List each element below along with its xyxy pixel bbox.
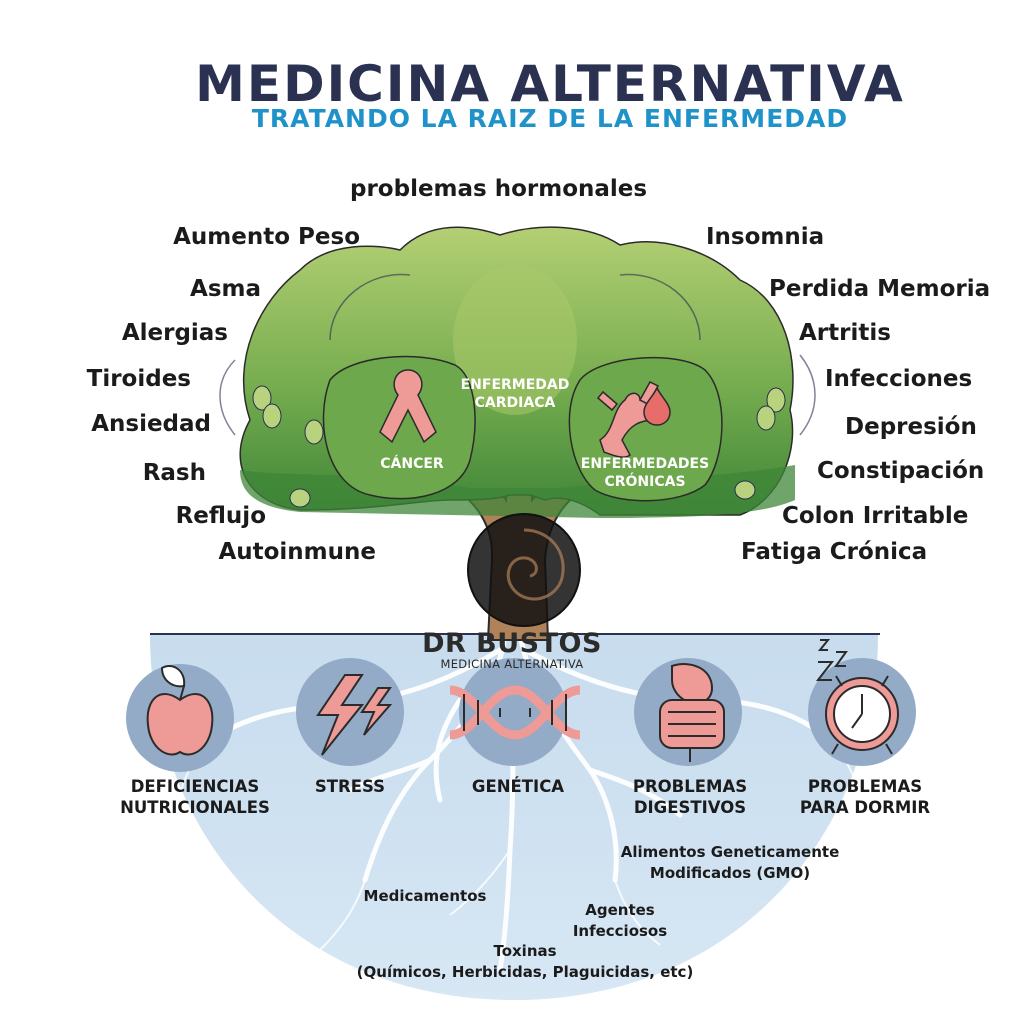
alarm-clock-icon — [825, 675, 899, 755]
brand-tagline: MEDICINA ALTERNATIVA — [440, 657, 584, 671]
apple-icon — [146, 665, 214, 756]
cause-nutritional: DEFICIENCIAS NUTRICIONALES — [120, 777, 270, 817]
symptom-left: Rash — [142, 460, 206, 486]
brand-name: DR BUSTOS — [422, 628, 602, 659]
symptom-right: Constipación — [817, 458, 985, 484]
symptom-left: Ansiedad — [91, 411, 211, 437]
leaf-clusters — [252, 385, 786, 508]
symptom-right: Depresión — [845, 414, 977, 440]
canopy-lobes — [219, 273, 816, 436]
symptom-right: Artritis — [799, 320, 891, 346]
cancer-ribbon-icon — [379, 369, 437, 444]
symptom-left: Tiroides — [86, 366, 191, 392]
symptom-left: Alergias — [121, 320, 228, 346]
root-medications: Medicamentos — [363, 887, 487, 905]
label-chronic-disease: ENFERMEDADES CRÓNICAS — [580, 456, 710, 490]
lightning-icon — [316, 674, 393, 756]
symptom-right: Colon Irritable — [782, 503, 969, 529]
root-toxins: Toxinas (Químicos, Herbicidas, Plaguicid… — [356, 942, 694, 981]
cause-sleep: PROBLEMAS PARA DORMIR — [799, 777, 931, 817]
symptom-right: Insomnia — [706, 224, 825, 250]
cause-genetics: GENÉTICA — [471, 777, 565, 796]
root-gmo: Alimentos Geneticamente Modificados (GMO… — [620, 843, 840, 882]
dr-bustos-logo-icon — [467, 513, 581, 627]
blood-drop-icon — [643, 386, 671, 426]
symptom-right: Fatiga Crónica — [741, 539, 928, 565]
dna-icon — [449, 685, 581, 740]
label-heart-disease: ENFERMEDAD CARDIACA — [460, 377, 570, 411]
sleep-zzz-icon — [815, 639, 848, 681]
intestine-icon — [659, 663, 725, 762]
cause-digestive: PROBLEMAS DIGESTIVOS — [632, 777, 748, 817]
symptom-left: Asma — [190, 276, 261, 302]
cause-stress: STRESS — [314, 777, 386, 796]
page-subtitle: TRATANDO LA RAIZ DE LA ENFERMEDAD — [251, 104, 849, 133]
page-title: MEDICINA ALTERNATIVA — [195, 55, 905, 113]
symptom-right: Infecciones — [825, 366, 973, 392]
root-infectious-agents: Agentes Infecciosos — [572, 901, 668, 940]
symptom-left: Aumento Peso — [173, 224, 360, 250]
chronic-lobe — [568, 356, 723, 502]
symptom-right: Perdida Memoria — [769, 276, 991, 302]
symptom-left: Autoinmune — [218, 539, 376, 565]
heart-lobe — [453, 265, 577, 415]
symptom-left: Reflujo — [175, 503, 266, 529]
symptom-top: problemas hormonales — [350, 176, 648, 202]
label-cancer: CÁNCER — [380, 456, 444, 472]
